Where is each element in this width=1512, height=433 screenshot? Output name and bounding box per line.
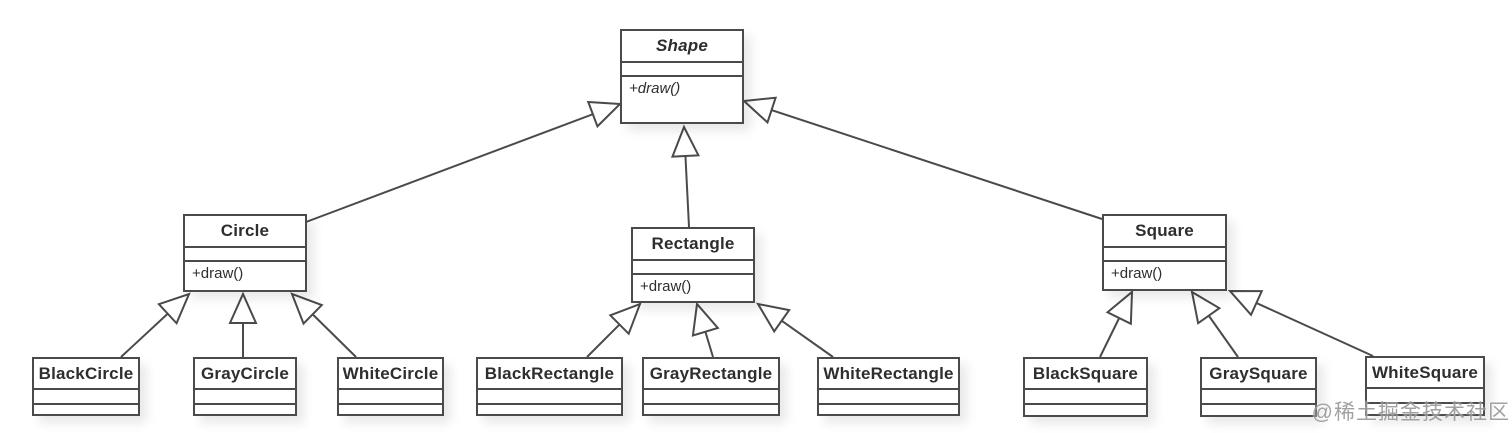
class-whiterectangle: WhiteRectangle <box>817 357 960 416</box>
class-whitecircle-attributes-compartment <box>339 388 442 403</box>
class-shape-attributes-compartment <box>622 61 742 75</box>
method-label: +draw() <box>640 278 692 295</box>
generalization-whitecircle-to-circle <box>290 292 357 358</box>
class-blackrectangle: BlackRectangle <box>476 357 623 416</box>
class-graysquare-attributes-compartment <box>1202 388 1315 403</box>
class-circle: Circle +draw() <box>183 214 307 292</box>
class-blackrectangle-title: BlackRectangle <box>484 363 615 383</box>
class-rectangle-methods-compartment: +draw() <box>633 273 753 301</box>
generalization-rectangle-to-shape <box>670 124 701 228</box>
class-circle-attributes-compartment <box>185 246 305 260</box>
class-shape-title: Shape <box>655 36 709 55</box>
method-label: +draw() <box>192 265 244 282</box>
class-grayrectangle-title: GrayRectangle <box>649 363 773 383</box>
class-rectangle-title: Rectangle <box>651 234 735 253</box>
class-square: Square +draw() <box>1102 214 1227 291</box>
generalization-square-to-shape <box>741 96 1103 220</box>
class-whitesquare-methods-compartment <box>1367 402 1483 414</box>
class-shape: Shape +draw() <box>620 29 744 124</box>
class-graycircle: GrayCircle <box>193 357 297 416</box>
class-grayrectangle-attributes-compartment <box>644 388 778 403</box>
class-square-attributes-compartment <box>1104 246 1225 260</box>
class-blacksquare-methods-compartment <box>1025 403 1146 415</box>
class-blacksquare-attributes-compartment <box>1025 388 1146 403</box>
class-graycircle-attributes-compartment <box>195 388 295 403</box>
class-whitesquare-title: WhiteSquare <box>1371 362 1479 382</box>
class-blackcircle-title: BlackCircle <box>38 363 134 383</box>
class-square-methods-compartment: +draw() <box>1104 260 1225 289</box>
generalization-blacksquare-to-square <box>1099 289 1134 358</box>
class-grayrectangle-methods-compartment <box>644 403 778 414</box>
class-whitecircle-methods-compartment <box>339 403 442 414</box>
generalization-graysquare-to-square <box>1190 290 1239 358</box>
generalization-whitesquare-to-square <box>1227 289 1374 357</box>
generalization-grayrectangle-to-rectangle <box>691 301 720 358</box>
class-square-title: Square <box>1135 221 1194 240</box>
class-blackcircle-attributes-compartment <box>34 388 138 403</box>
class-graysquare-methods-compartment <box>1202 403 1315 415</box>
class-whiterectangle-methods-compartment <box>819 403 958 414</box>
generalization-whiterectangle-to-rectangle <box>756 302 834 358</box>
class-graysquare-title: GraySquare <box>1209 363 1308 383</box>
class-shape-methods-compartment: +draw() <box>622 75 742 122</box>
class-blackrectangle-attributes-compartment <box>478 388 621 403</box>
class-whitecircle-title: WhiteCircle <box>342 363 439 383</box>
class-rectangle-attributes-compartment <box>633 259 753 273</box>
class-rectangle: Rectangle +draw() <box>631 227 755 303</box>
class-graycircle-methods-compartment <box>195 403 295 414</box>
class-circle-methods-compartment: +draw() <box>185 260 305 290</box>
class-whiterectangle-attributes-compartment <box>819 388 958 403</box>
class-blackcircle: BlackCircle <box>32 357 140 416</box>
class-blackrectangle-methods-compartment <box>478 403 621 414</box>
class-blackcircle-methods-compartment <box>34 403 138 414</box>
method-label: +draw() <box>1111 265 1163 282</box>
class-whitesquare-attributes-compartment <box>1367 387 1483 402</box>
class-graycircle-title: GrayCircle <box>201 363 289 383</box>
class-whiterectangle-title: WhiteRectangle <box>823 363 954 383</box>
class-blacksquare-title: BlackSquare <box>1032 363 1139 383</box>
generalization-blackcircle-to-circle <box>120 292 191 358</box>
generalization-blackrectangle-to-rectangle <box>586 302 642 358</box>
class-blacksquare: BlackSquare <box>1023 357 1148 417</box>
method-label: +draw() <box>629 80 681 97</box>
class-grayrectangle: GrayRectangle <box>642 357 780 416</box>
class-graysquare: GraySquare <box>1200 357 1317 417</box>
class-whitesquare: WhiteSquare <box>1365 356 1485 416</box>
class-circle-title: Circle <box>220 221 270 240</box>
class-whitecircle: WhiteCircle <box>337 357 444 416</box>
watermark: @稀土掘金技术社区 <box>1311 401 1510 424</box>
generalization-circle-to-shape <box>305 100 623 223</box>
